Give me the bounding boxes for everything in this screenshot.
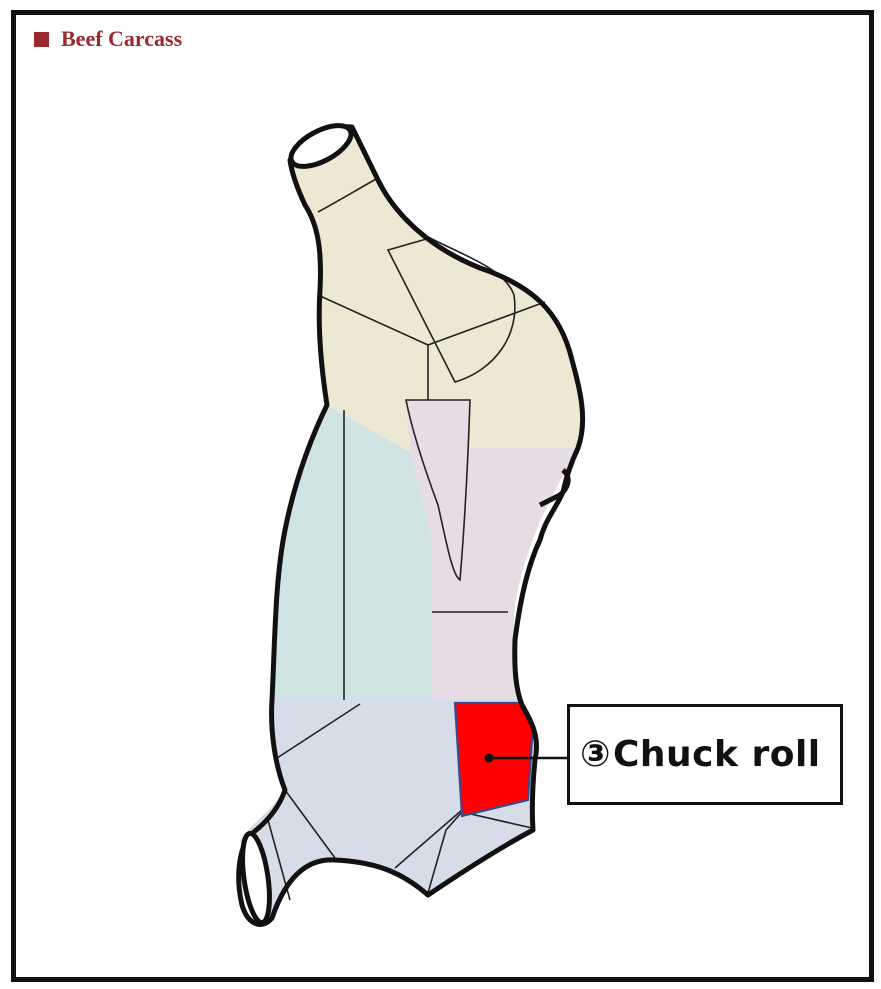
chuck-roll-highlight: [453, 701, 535, 818]
callout-leader-dot: [484, 753, 494, 763]
callout-label-box: ③ Chuck roll: [567, 704, 843, 805]
neck-cut-line: [317, 177, 379, 213]
tapered-cut: [405, 399, 471, 582]
hind-cut-3: [394, 809, 463, 869]
hind-cut-1: [273, 703, 361, 761]
rib-edge-mark: [538, 468, 571, 508]
diagram-title: Beef Carcass: [34, 26, 182, 52]
blade-outline: [386, 237, 516, 383]
title-marker-square: [34, 31, 49, 47]
hind-cut-2: [284, 789, 336, 859]
cut-lines: [267, 177, 546, 901]
title-text: Beef Carcass: [61, 26, 183, 51]
region-forequarter: [290, 126, 582, 452]
neck-opening: [288, 123, 354, 169]
callout-number: ③: [580, 734, 611, 775]
carcass-outline: [236, 124, 586, 927]
region-flank: [272, 405, 432, 700]
callout-text: Chuck roll: [612, 734, 821, 775]
shank-opening: [240, 830, 272, 926]
hind-cut-4: [427, 811, 533, 894]
